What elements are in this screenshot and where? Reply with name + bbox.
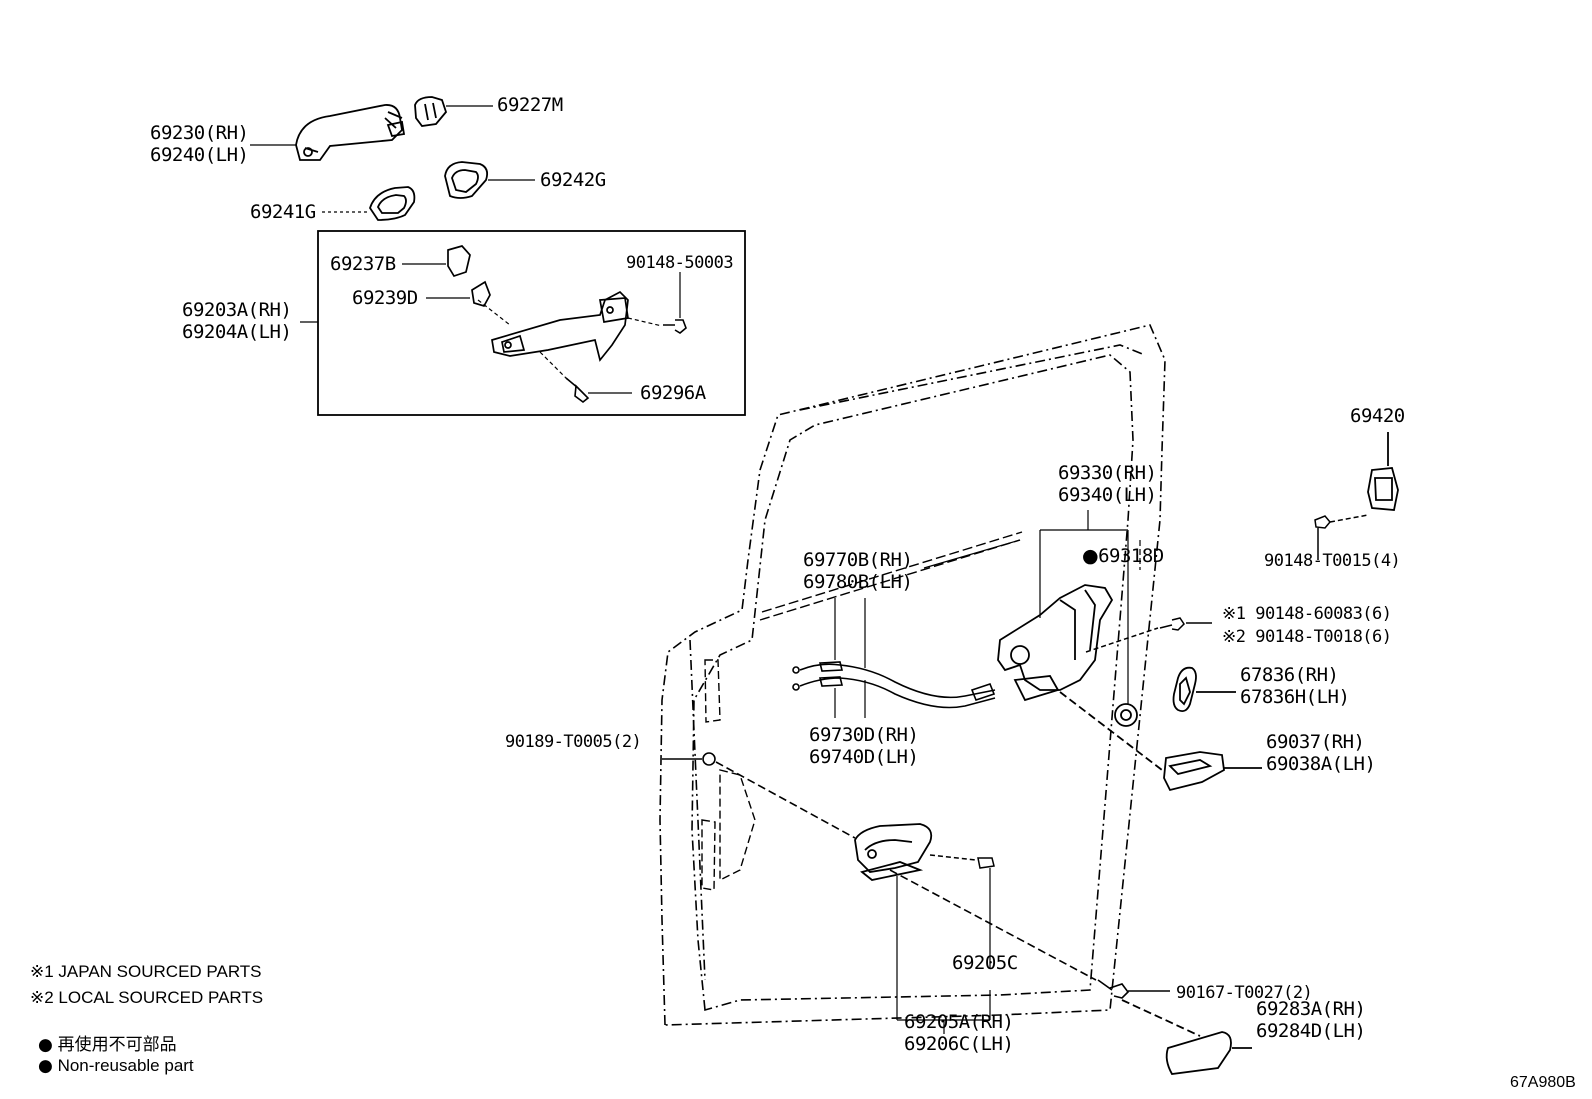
label-90148-50003: 90148-50003 [626, 253, 734, 273]
note-non-reusable-en-text: Non-reusable part [57, 1056, 194, 1075]
label-90167: 90167-T0027(2) [1176, 983, 1313, 1003]
inside-handle-leaders [896, 868, 991, 1034]
label-69230-rh: 69230(RH) [150, 122, 249, 144]
handle-pad-front [369, 186, 416, 221]
label-69770B-rh: 69770B(RH) [803, 549, 913, 571]
label-90148-T0018: ※2 90148-T0018(6) [1222, 627, 1392, 647]
frame-assembly-box [317, 230, 746, 416]
note-japan-sourced: ※1 JAPAN SOURCED PARTS [30, 962, 262, 981]
label-69242G: 69242G [540, 169, 606, 191]
striker-screw [1314, 514, 1369, 560]
label-69237B: 69237B [330, 253, 396, 275]
note-non-reusable-en: ● Non-reusable part [38, 1056, 194, 1076]
door-panel-details [701, 531, 1023, 891]
label-69284D-lh: 69284D(LH) [1256, 1020, 1366, 1042]
label-69283A: 69283A(RH) 69284D(LH) [1256, 998, 1366, 1042]
label-69205C: 69205C [952, 952, 1018, 974]
door-lock-bracket [1039, 510, 1129, 705]
actuator-69037 [1059, 691, 1262, 792]
label-67836-rh: 67836(RH) [1240, 664, 1339, 686]
label-69296A: 69296A [640, 382, 706, 404]
label-69227M: 69227M [497, 94, 563, 116]
cushion-67836 [1172, 666, 1236, 713]
label-69730D: 69730D(RH) 69740D(LH) [809, 724, 919, 768]
label-69770B: 69770B(RH) 69780B(LH) [803, 549, 913, 593]
handle-cap [414, 96, 448, 127]
outer-door-handle [295, 104, 406, 161]
label-69037-rh: 69037(RH) [1266, 731, 1365, 753]
label-69318D: ●69318D [1082, 545, 1164, 567]
label-90148-T0015: 90148-T0015(4) [1264, 551, 1401, 571]
label-69330: 69330(RH) 69340(LH) [1058, 462, 1157, 506]
handle-frame [447, 245, 629, 362]
door-lock [997, 584, 1114, 702]
label-69205A-rh: 69205A(RH) [904, 1011, 1014, 1033]
label-67836H-lh: 67836H(LH) [1240, 686, 1350, 708]
label-69340-lh: 69340(LH) [1058, 484, 1157, 506]
label-69205A: 69205A(RH) 69206C(LH) [904, 1011, 1014, 1055]
bullet-icon: ● [38, 1035, 53, 1055]
label-69203A-rh: 69203A(RH) [182, 299, 292, 321]
label-69730D-rh: 69730D(RH) [809, 724, 919, 746]
label-69740D-lh: 69740D(LH) [809, 746, 919, 768]
label-69780B-lh: 69780B(LH) [803, 571, 913, 593]
handle-pad-rear [444, 161, 489, 199]
control-cables [792, 661, 996, 709]
label-69204A-lh: 69204A(LH) [182, 321, 292, 343]
screw-90167 [889, 869, 1170, 999]
label-69240-lh: 69240(LH) [150, 144, 249, 166]
frame-leaders [402, 263, 681, 394]
leader-lines-top [250, 105, 535, 213]
striker [1367, 432, 1399, 511]
bullet-icon: ● [38, 1056, 53, 1076]
label-69239D: 69239D [352, 287, 418, 309]
label-69206C-lh: 69206C(LH) [904, 1033, 1014, 1055]
label-69330-rh: 69330(RH) [1058, 462, 1157, 484]
inside-handle [854, 823, 933, 881]
diagram-code: 67A980B [1510, 1074, 1576, 1091]
label-69283A-rh: 69283A(RH) [1256, 998, 1366, 1020]
label-69241G: 69241G [250, 201, 316, 223]
lock-seal [1114, 703, 1138, 727]
cable-leaders [834, 539, 1021, 718]
clip-90189 [662, 752, 856, 839]
label-69037: 69037(RH) 69038A(LH) [1266, 731, 1376, 775]
label-69038A-lh: 69038A(LH) [1266, 753, 1376, 775]
door-outline [659, 324, 1166, 1026]
inside-handle-screw [929, 854, 995, 869]
note-non-reusable-jp: ● 再使用不可部品 [38, 1030, 177, 1055]
handle-bezel-69283 [1121, 999, 1252, 1075]
label-67836: 67836(RH) 67836H(LH) [1240, 664, 1350, 708]
label-90189: 90189-T0005(2) [505, 732, 642, 752]
label-69230: 69230(RH) 69240(LH) [150, 122, 249, 166]
label-69318D-text: 69318D [1098, 545, 1164, 567]
label-69420: 69420 [1350, 405, 1405, 427]
note-local-sourced: ※2 LOCAL SOURCED PARTS [30, 988, 264, 1007]
frame-screws [565, 319, 687, 404]
label-69203A: 69203A(RH) 69204A(LH) [182, 299, 292, 343]
lock-screw [1085, 617, 1212, 653]
note-non-reusable-jp-text: 再使用不可部品 [57, 1035, 177, 1054]
label-90148-60083: ※1 90148-60083(6) [1222, 604, 1392, 624]
non-reusable-marker: ● [1082, 545, 1099, 567]
